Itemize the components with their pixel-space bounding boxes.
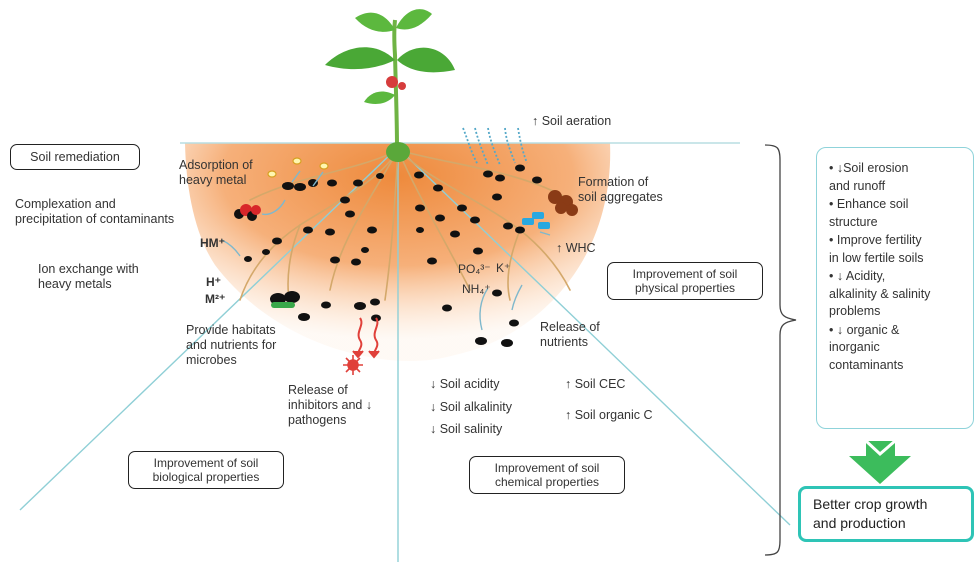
label-soil-aeration: ↑ Soil aeration: [532, 114, 611, 129]
benefit-item: • ↓ organic & inorganic contaminants: [829, 322, 965, 375]
label-soil-alkalinity: ↓ Soil alkalinity: [430, 400, 512, 415]
ion-hm: HM⁺: [200, 237, 225, 250]
label-soil-acidity: ↓ Soil acidity: [430, 377, 499, 392]
label-aggregates: Formation of soil aggregates: [578, 175, 663, 205]
label-complexation: Complexation and precipitation of contam…: [15, 197, 174, 227]
box-physical-properties: Improvement of soil physical properties: [607, 262, 763, 300]
benefits-panel: • ↓Soil erosion and runoff • Enhance soi…: [816, 147, 974, 429]
ion-k: K⁺: [496, 262, 510, 275]
right-brace: [765, 145, 796, 555]
box-soil-remediation: Soil remediation: [10, 144, 140, 170]
benefits-list: • ↓Soil erosion and runoff • Enhance soi…: [829, 160, 965, 374]
label-adsorption: Adsorption of heavy metal: [179, 158, 253, 188]
label-soil-organic-c: ↑ Soil organic C: [565, 408, 653, 423]
result-box: Better crop growth and production: [798, 486, 974, 542]
label-inhibitors: Release of inhibitors and ↓ pathogens: [288, 383, 372, 428]
ion-m: M²⁺: [205, 293, 225, 306]
label-release-nutrients: Release of nutrients: [540, 320, 600, 350]
plant-icon: [325, 9, 455, 162]
label-habitats: Provide habitats and nutrients for micro…: [186, 323, 276, 368]
ion-po4: PO₄³⁻: [458, 263, 491, 276]
label-soil-cec: ↑ Soil CEC: [565, 377, 625, 392]
label-ion-exchange: Ion exchange with heavy metals: [38, 262, 139, 292]
ion-nh4: NH₄⁺: [462, 283, 491, 296]
benefit-item: • ↓Soil erosion and runoff: [829, 160, 965, 195]
benefit-item: • Enhance soil structure: [829, 196, 965, 231]
ion-h: H⁺: [206, 276, 221, 289]
label-whc: ↑ WHC: [556, 241, 596, 256]
benefit-item: • ↓ Acidity, alkalinity & salinity probl…: [829, 268, 965, 321]
box-biological-properties: Improvement of soil biological propertie…: [128, 451, 284, 489]
pathogen-icon: [343, 355, 363, 375]
benefit-item: • Improve fertility in low fertile soils: [829, 232, 965, 267]
down-arrow-icon: [849, 441, 911, 484]
label-soil-salinity: ↓ Soil salinity: [430, 422, 502, 437]
box-chemical-properties: Improvement of soil chemical properties: [469, 456, 625, 494]
